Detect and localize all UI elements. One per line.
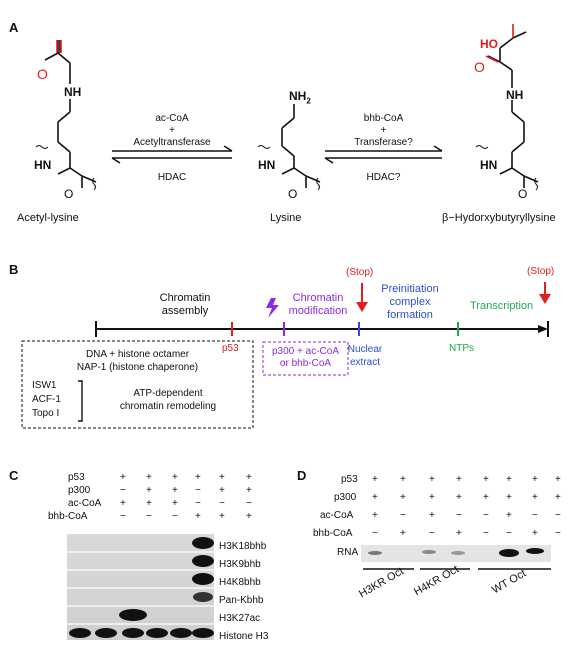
- atom-o: O: [37, 66, 48, 82]
- panel-b-label: B: [9, 262, 19, 277]
- reaction2-reverse-enzyme: HDAC?: [366, 172, 401, 183]
- acetyl-lysine-label: Acetyl-lysine: [17, 212, 79, 224]
- blot-label: H3K9bhb: [219, 559, 261, 570]
- panel-a-label: A: [9, 20, 19, 35]
- blot-label: H3K27ac: [219, 613, 261, 624]
- condition-row: bhb-CoA − + − + − − + −: [313, 528, 561, 539]
- panel-c-conditions: p53 + + + + + + p300 − + + − + + ac-CoA …: [48, 472, 252, 524]
- atom-nh: NH: [506, 88, 524, 102]
- atom-nh: NH: [64, 85, 82, 99]
- condition-row: ac-CoA + + + − − −: [68, 498, 252, 509]
- atom-o: O: [518, 187, 528, 201]
- transcription-label: Transcription: [470, 300, 534, 312]
- ntps-label: NTPs: [449, 343, 474, 354]
- p53-label: p53: [222, 343, 239, 354]
- condition-row: bhb-CoA − − − + + +: [48, 511, 252, 522]
- panel-c-label: C: [9, 468, 19, 483]
- atom-ho: HO: [480, 37, 498, 51]
- reaction2-reagents: bhb-CoA+Transferase?: [354, 113, 413, 148]
- blot-label: H3K18bhb: [219, 541, 267, 552]
- stop-label-1: (Stop): [346, 267, 374, 278]
- condition-row: p53 + + + + + + + +: [341, 474, 561, 485]
- atom-nh2: NH2: [289, 89, 311, 106]
- blot-label: Histone H3: [219, 631, 269, 642]
- atom-o: O: [288, 187, 298, 201]
- panel-d-label: D: [297, 468, 307, 483]
- blot-labels: H3K18bhb H3K9bhb H4K8bhb Pan-Kbhb H3K27a…: [219, 538, 268, 646]
- atom-o: O: [64, 187, 74, 201]
- condition-row: p53 + + + + + +: [68, 472, 252, 483]
- stop-label-2: (Stop): [527, 266, 555, 277]
- condition-row: ac-CoA + − + − − + − −: [320, 510, 561, 521]
- atom-hn: HN: [258, 158, 276, 172]
- reaction1-reverse-enzyme: HDAC: [157, 172, 187, 183]
- condition-row: p300 − + + − + +: [68, 485, 252, 496]
- blot-label: Pan-Kbhb: [219, 595, 264, 606]
- panel-d-conditions: p53 + + + + + + + + p300 + + + + + + + +…: [313, 474, 561, 546]
- atom-o: O: [474, 59, 485, 75]
- blot-label: H4K8bhb: [219, 577, 261, 588]
- atom-hn: HN: [34, 158, 52, 172]
- lysine-label: Lysine: [270, 212, 302, 224]
- condition-row: p300 + + + + + + + +: [334, 492, 561, 503]
- rna-label: RNA: [337, 547, 359, 558]
- atom-hn: HN: [480, 158, 498, 172]
- bhb-lysine-label: β−Hydorxybutyryllysine: [442, 212, 556, 224]
- reaction1-reagents: ac-CoA+Acetyltransferase: [133, 113, 211, 148]
